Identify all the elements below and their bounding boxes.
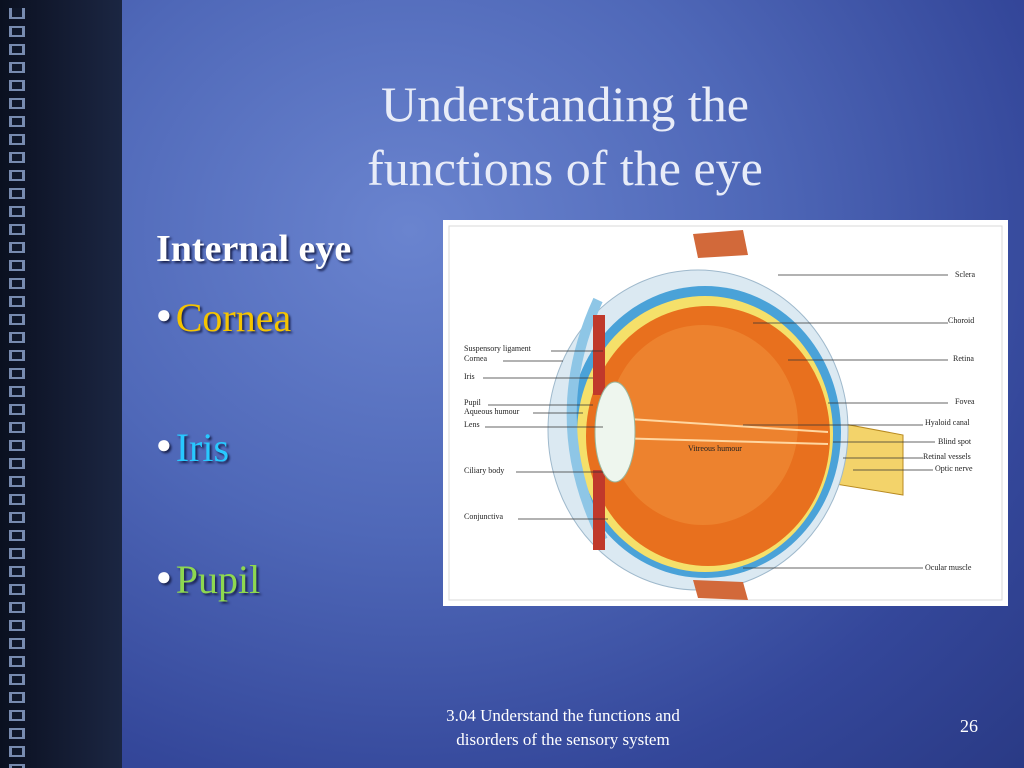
footer-line-2: disorders of the sensory system	[456, 730, 670, 749]
subheading: Internal eye	[156, 228, 352, 270]
title-line-1: Understanding the	[381, 76, 749, 132]
label-choroid: Choroid	[948, 316, 974, 325]
eye-diagram: Sclera Choroid Retina Fovea Hyaloid cana…	[443, 220, 1008, 606]
bullet-label: Iris	[175, 425, 230, 470]
label-aqueous-humour: Aqueous humour	[464, 407, 520, 416]
label-lens: Lens	[464, 420, 480, 429]
label-optic-nerve: Optic nerve	[935, 464, 973, 473]
bullet-iris: ●Iris	[156, 424, 229, 471]
bullet-dot-icon: ●	[156, 562, 172, 591]
bullet-pupil: ●Pupil	[156, 556, 260, 603]
filmstrip-border	[0, 0, 122, 768]
label-suspensory-ligament: Suspensory ligament	[464, 344, 532, 353]
label-cornea: Cornea	[464, 354, 488, 363]
slide-title: Understanding the functions of the eye	[300, 72, 830, 200]
slide-footer: 3.04 Understand the functions and disord…	[390, 704, 736, 752]
bullet-label: Pupil	[175, 557, 261, 602]
label-conjunctiva: Conjunctiva	[464, 512, 504, 521]
footer-line-1: 3.04 Understand the functions and	[446, 706, 680, 725]
label-pupil: Pupil	[464, 398, 482, 407]
bullet-label: Cornea	[175, 295, 292, 340]
bullet-dot-icon: ●	[156, 300, 172, 329]
page-number: 26	[960, 716, 978, 736]
eye-diagram-svg: Sclera Choroid Retina Fovea Hyaloid cana…	[448, 225, 1003, 601]
filmstrip-holes	[9, 8, 25, 768]
label-iris: Iris	[464, 372, 475, 381]
label-ciliary-body: Ciliary body	[464, 466, 504, 475]
label-ocular-muscle: Ocular muscle	[925, 563, 972, 572]
label-retinal-vessels: Retinal vessels	[923, 452, 971, 461]
label-vitreous-humour: Vitreous humour	[688, 444, 742, 453]
label-retina: Retina	[953, 354, 974, 363]
label-fovea: Fovea	[955, 397, 975, 406]
bullet-dot-icon: ●	[156, 430, 172, 459]
label-sclera: Sclera	[955, 270, 975, 279]
title-line-2: functions of the eye	[367, 140, 763, 196]
bullet-cornea: ●Cornea	[156, 294, 291, 341]
label-blind-spot: Blind spot	[938, 437, 972, 446]
label-hyaloid-canal: Hyaloid canal	[925, 418, 970, 427]
